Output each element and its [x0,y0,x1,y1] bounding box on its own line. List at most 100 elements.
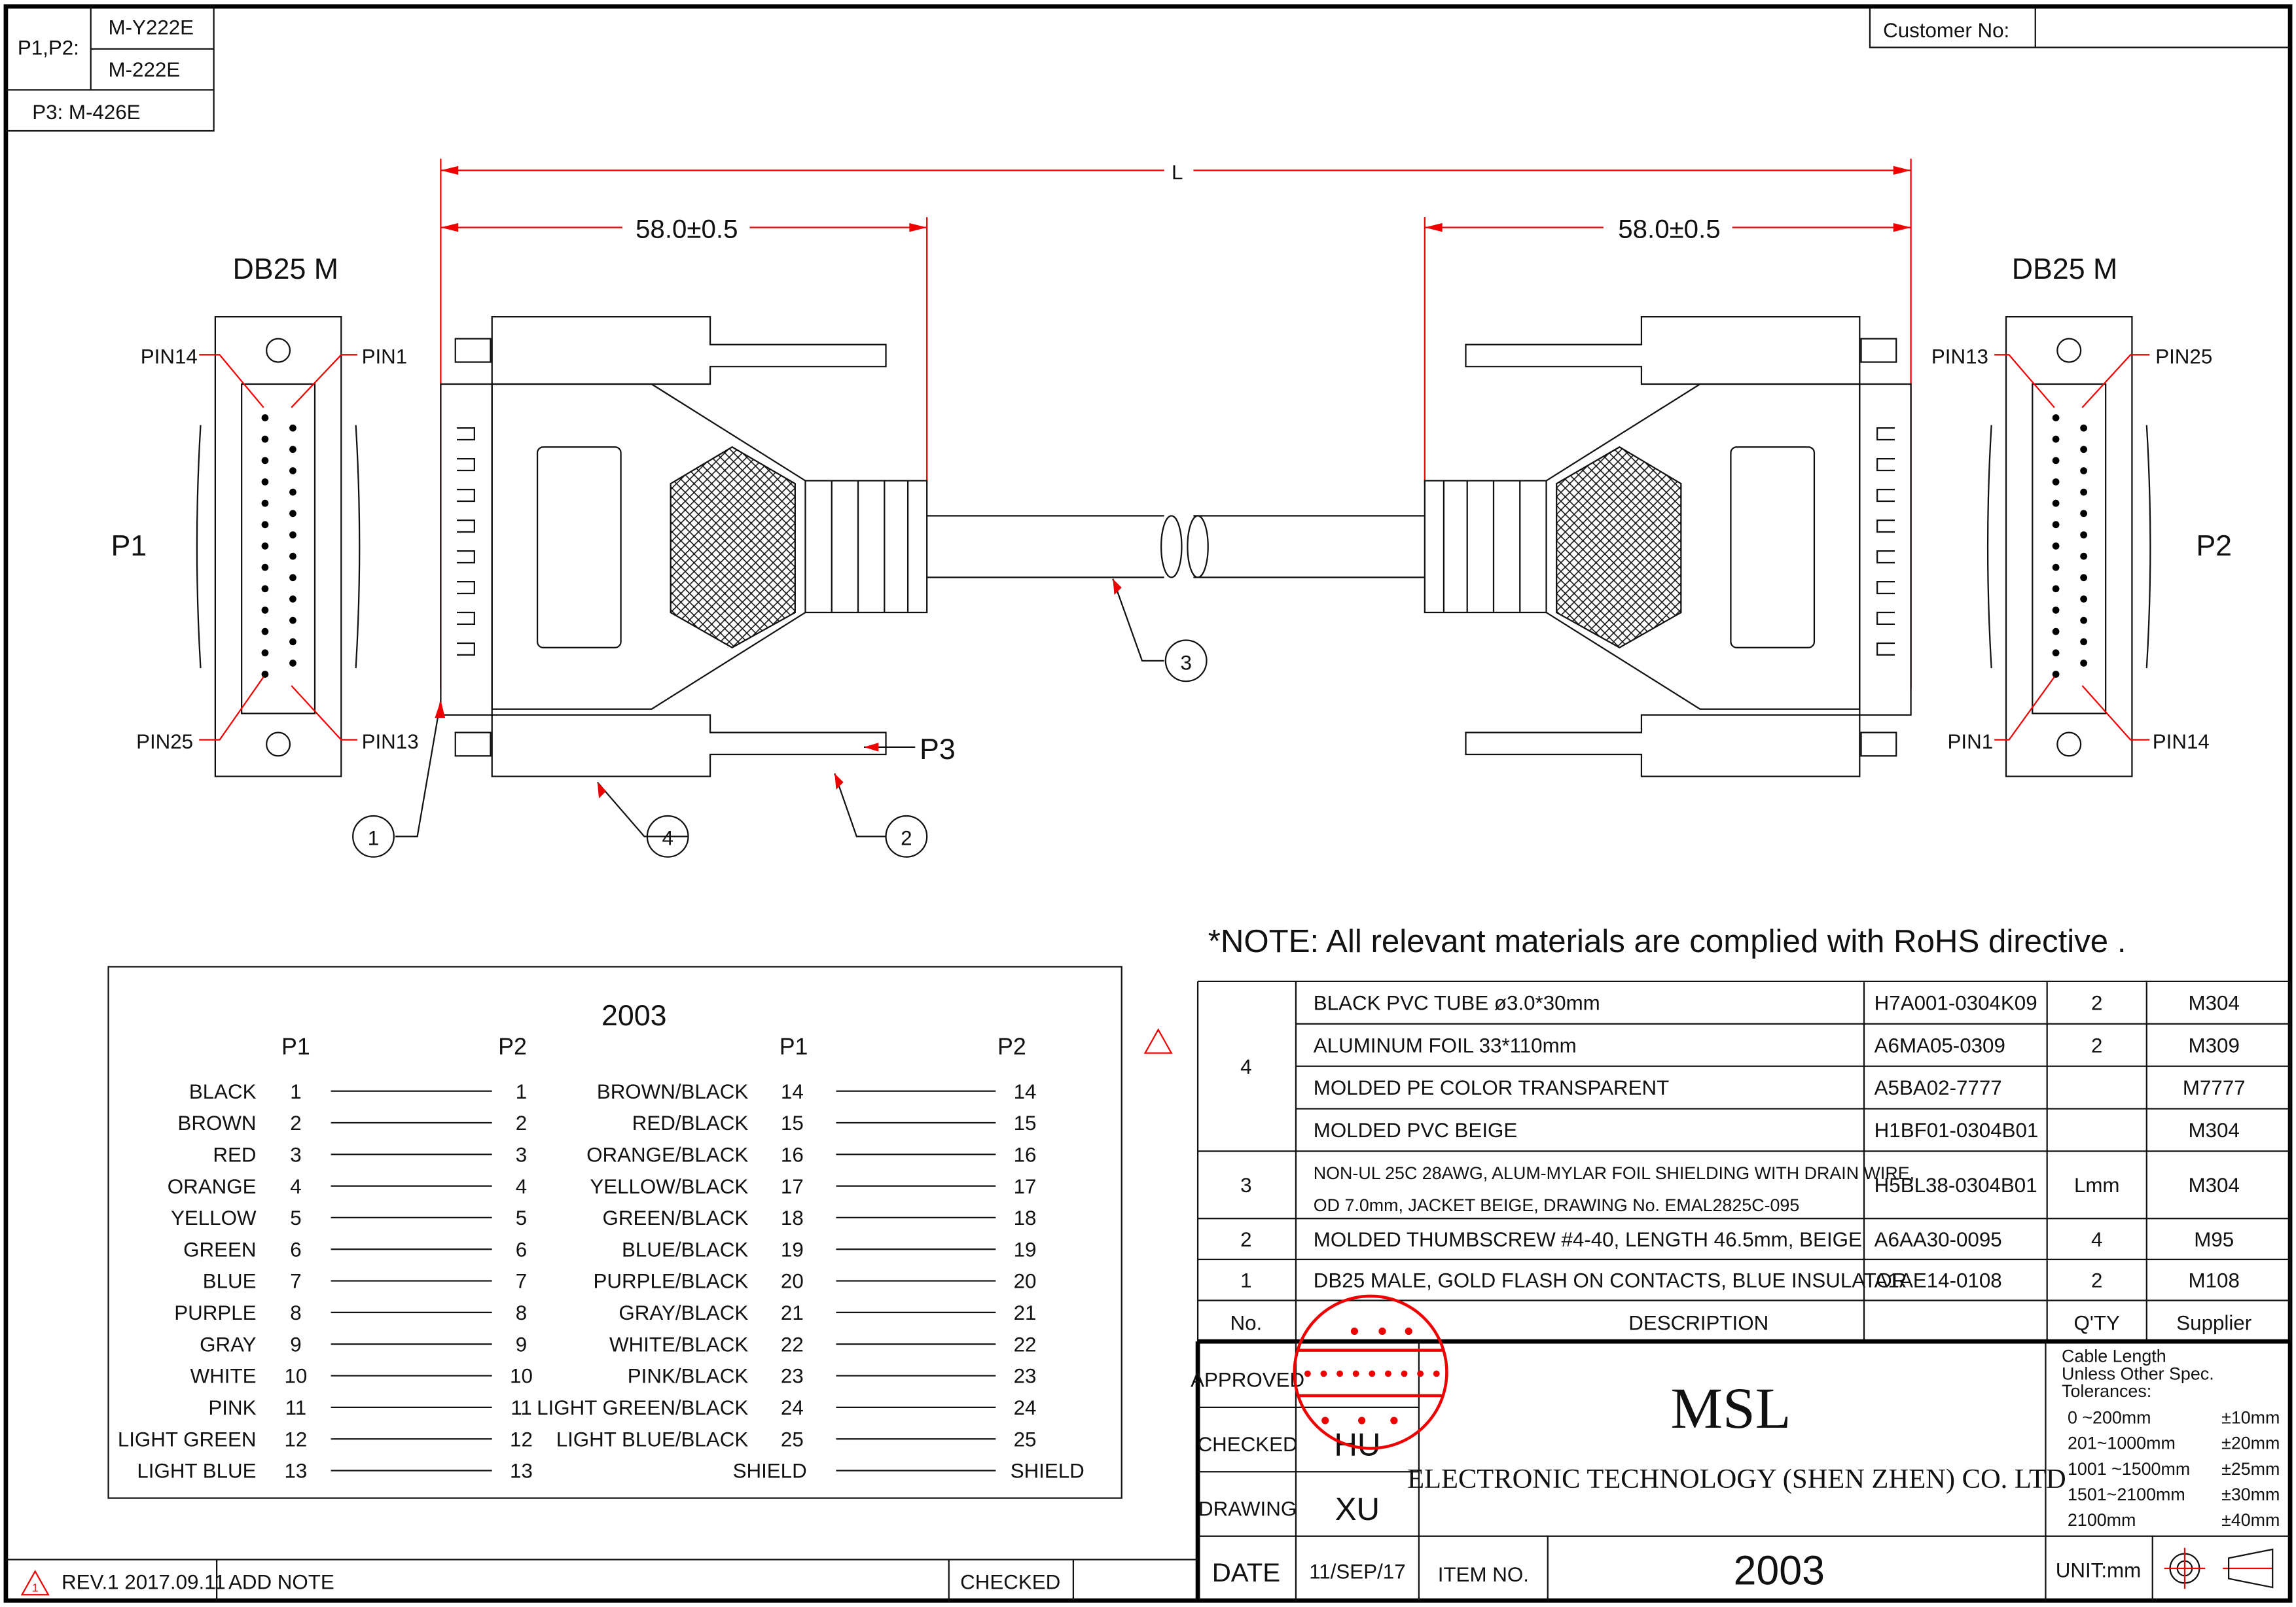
p2-pin: 1 [516,1080,527,1103]
bom-part-number: H7A001-0304K09 [1874,991,2037,1014]
bom-part-number: A1AE14-0108 [1874,1269,2002,1292]
wire-color: BLACK [189,1080,257,1103]
bom-item-no: 3 [1240,1174,1251,1197]
p3-part: P3: M-426E [32,101,140,124]
p2-pin: 12 [510,1428,533,1451]
left-connector-side-view [440,315,928,777]
p2-pin: 16 [1014,1143,1037,1166]
wire-color: RED/BLACK [632,1112,749,1135]
p2-pin: 4 [516,1175,527,1198]
pin-contact [2052,671,2060,678]
p2-pin: 24 [1014,1396,1037,1419]
wire-color: LIGHT GREEN/BLACK [537,1396,748,1419]
drawing-label: DRAWING [1198,1497,1297,1520]
pin25-label: PIN25 [136,730,193,753]
right-dimension-label: 58.0±0.5 [1618,214,1720,243]
revision-strip: 1 REV.1 2017.09.11 ADD NOTE CHECKED [5,1559,1198,1601]
p2-pin: 21 [1014,1301,1037,1324]
bom-part-number: A6AA30-0095 [1874,1228,2002,1251]
pin-contact [2080,552,2087,560]
p2-pin: 14 [1014,1080,1037,1103]
pin-contact [2080,616,2087,624]
p1p2-label: P1,P2: [18,37,79,60]
bom-supplier: M95 [2194,1228,2234,1251]
p1-pin: 22 [781,1333,804,1356]
p2-pin: 11 [511,1396,532,1419]
wire-color: YELLOW [171,1207,257,1229]
bom-item-no: 4 [1240,1055,1251,1078]
r-pin13-label: PIN13 [1931,345,1988,368]
p1-pin: SHIELD [733,1460,807,1483]
pin-contact [261,499,269,507]
p1-pin: 13 [285,1460,308,1483]
wiring-header-p2-right: P2 [997,1034,1026,1060]
bom-qty: 4 [2091,1228,2102,1251]
pin-contact [289,595,296,603]
bom-description: MOLDED PE COLOR TRANSPARENT [1314,1076,1669,1099]
bom-description: NON-UL 25C 28AWG, ALUM-MYLAR FOIL SHIELD… [1314,1163,1914,1183]
pin-contact [2052,627,2060,635]
bom-supplier: M304 [2189,1174,2240,1197]
pin-contact [261,521,269,529]
p1-pin: 18 [781,1207,804,1229]
revision-triangle-icon [20,1570,50,1596]
bom-description: MOLDED PVC BEIGE [1314,1119,1517,1142]
pin-contact [261,627,269,635]
p1-pin: 20 [781,1270,804,1293]
pin13-label: PIN13 [362,730,419,753]
p3-callout-label: P3 [920,733,956,766]
p1-pin: 6 [290,1238,301,1261]
bom-part-number: H5BL38-0304B01 [1874,1174,2037,1197]
date-label: DATE [1212,1558,1280,1587]
cable [927,515,1425,578]
pin-contact [289,424,296,432]
title-block: APPROVED CHECKED HU DRAWING XU DATE 11/S… [1191,1294,2291,1601]
pin-contact [2080,660,2087,667]
pin-contact [2052,607,2060,614]
drawn-by: XU [1335,1491,1380,1527]
bom-row: NON-UL 25C 28AWG, ALUM-MYLAR FOIL SHIELD… [1314,1163,2240,1215]
pin-contact [2080,424,2087,432]
plug-p2-label: P2 [2196,529,2232,562]
bom-part-number: H1BF01-0304B01 [1874,1119,2039,1142]
p2-pin: 3 [516,1143,527,1166]
revision-warning-icon [1143,1028,1173,1054]
bom-description-2: OD 7.0mm, JACKET BEIGE, DRAWING No. EMAL… [1314,1195,1799,1215]
revision-label: REV.1 2017.09.11 [62,1570,226,1593]
tolerance-row: 1501~2100mm±30mm [2068,1485,2280,1504]
approved-label: APPROVED [1191,1369,1304,1392]
date-value: 11/SEP/17 [1309,1561,1405,1583]
p1-pin: 17 [781,1175,804,1198]
p2-pin: 23 [1014,1365,1037,1388]
pin14-label: PIN14 [141,345,198,368]
p1p2-part-2: M-222E [109,58,181,81]
pin-contact [261,457,269,465]
pin-contact [289,510,296,518]
p2-pin: 5 [516,1207,527,1229]
customer-no-label: Customer No: [1883,19,2009,42]
pin-contact [2080,574,2087,582]
pin-contact [289,616,296,624]
bom-header-supplier: Supplier [2176,1311,2251,1334]
bom-supplier: M7777 [2183,1076,2246,1099]
bom-qty: 2 [2091,1034,2102,1057]
pin-contact [2052,414,2060,421]
p1-pin: 7 [290,1270,301,1293]
r-pin14-label: PIN14 [2153,730,2210,753]
wire-color: PURPLE/BLACK [594,1270,749,1293]
unit-label: UNIT:mm [2056,1559,2141,1581]
wire-color: WHITE [190,1365,257,1388]
